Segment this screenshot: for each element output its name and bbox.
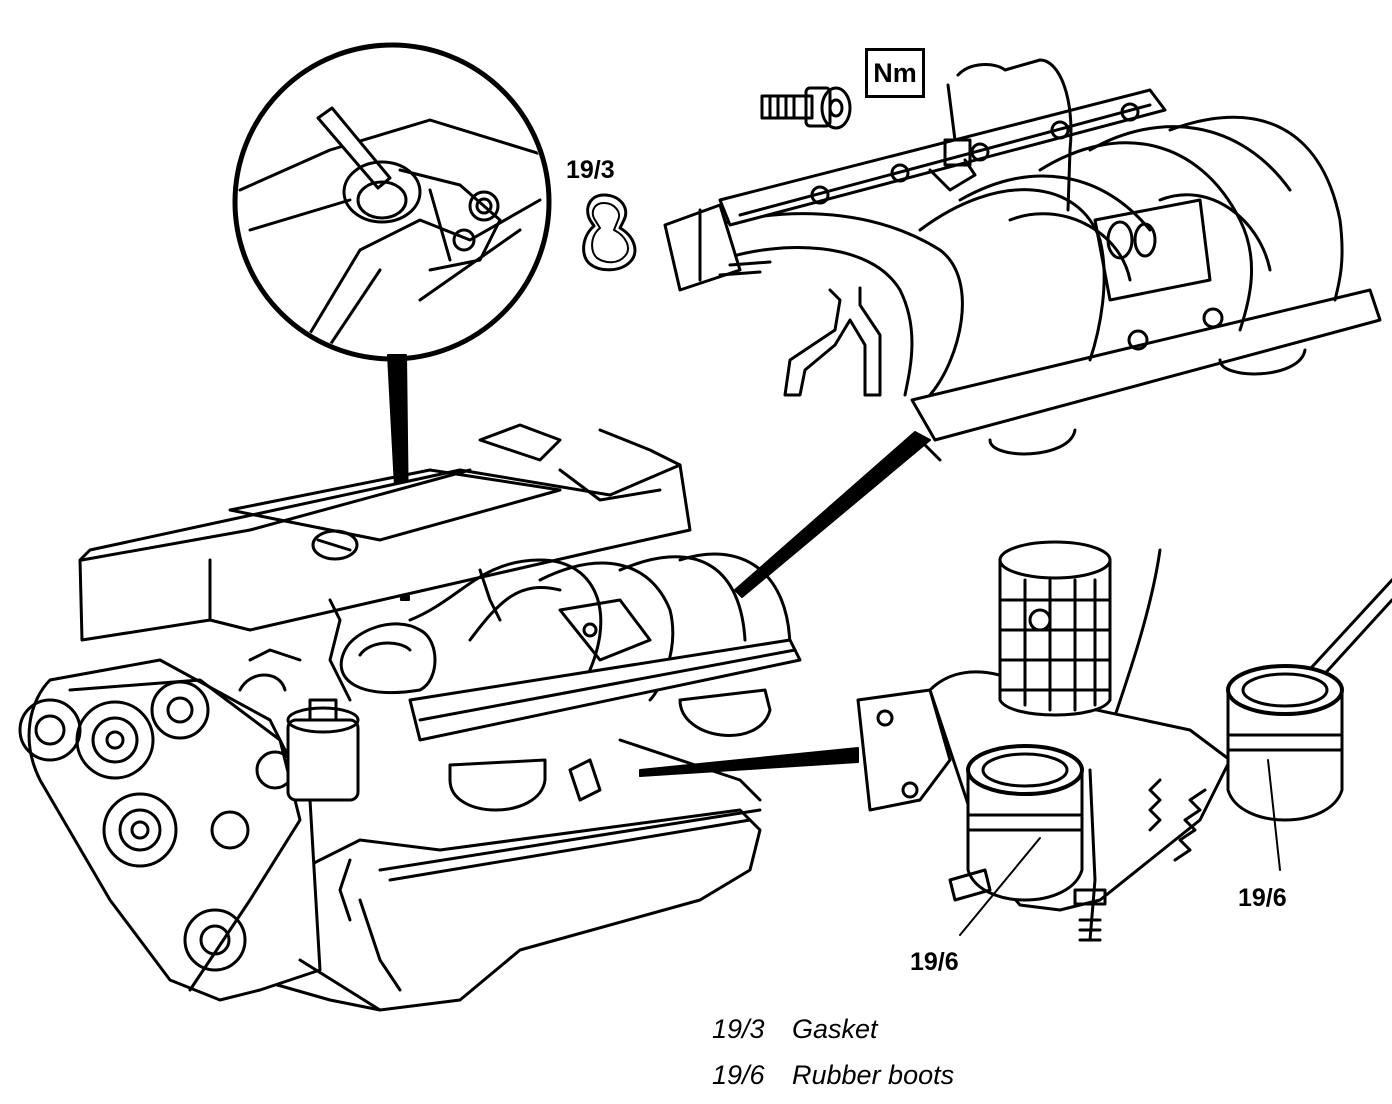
legend-item-gasket: 19/3 Gasket [712,1014,878,1045]
pointer-manifold [734,431,931,598]
callout-boot-left: 19/6 [910,948,959,976]
torque-badge: Nm [865,48,925,98]
callout-gasket: 19/3 [566,156,615,184]
throttle-boots-detail [856,540,1392,942]
engine-block [18,423,802,1012]
detail-magnifier [232,42,552,601]
legend-text: Gasket [792,1014,878,1044]
legend-code: 19/6 [712,1060,765,1090]
pointer-throttle [639,747,859,777]
legend-text: Rubber boots [792,1060,955,1090]
gasket-shape [582,193,637,272]
callout-boot-right: 19/6 [1238,884,1287,912]
legend-item-rubber-boots: 19/6 Rubber boots [712,1060,954,1091]
intake-manifold-detail [663,58,1382,462]
bolt-part [760,86,852,130]
legend-code: 19/3 [712,1014,765,1044]
